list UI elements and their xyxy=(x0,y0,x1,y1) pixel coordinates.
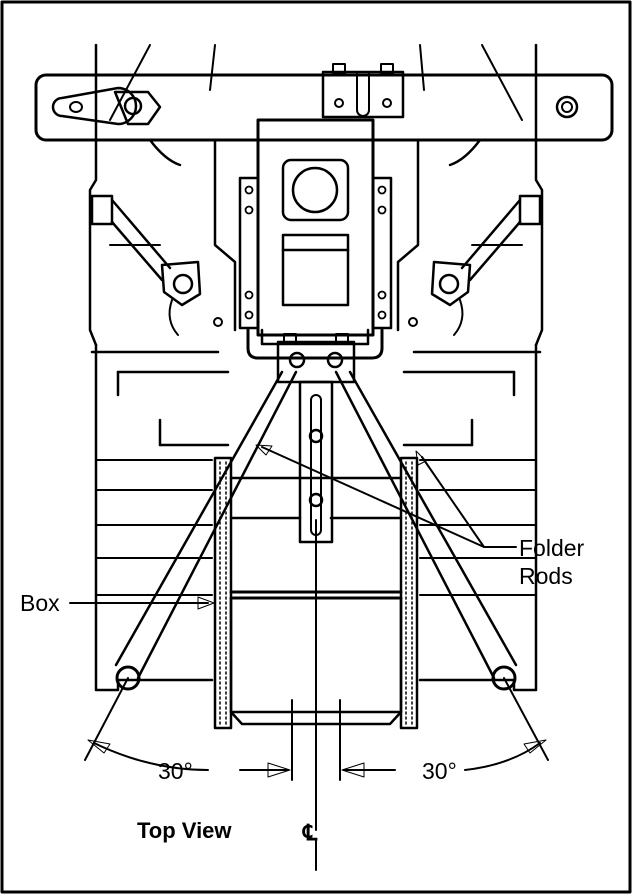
centerline-symbol: ℄ xyxy=(302,820,318,845)
right-arm-cam xyxy=(430,260,472,307)
left-arm-cam xyxy=(160,260,202,307)
left-cam xyxy=(113,90,162,126)
folder-rods xyxy=(114,370,518,691)
rods-label: Rods xyxy=(519,563,573,589)
machine-body xyxy=(34,43,614,692)
right-rod-end xyxy=(491,665,517,691)
right-bolt xyxy=(555,95,579,119)
center-housing xyxy=(256,118,375,337)
center-plate xyxy=(298,380,334,544)
folder-label: Folder xyxy=(519,535,585,561)
u-bracket xyxy=(246,328,384,360)
left-angle-arc xyxy=(93,742,289,771)
angle-left-label: 30° xyxy=(158,758,193,784)
top-clamp xyxy=(321,70,405,119)
left-rod-end xyxy=(115,665,141,691)
folder-rods-leader xyxy=(261,446,517,548)
top-view-label: Top View xyxy=(137,818,232,843)
box-label: Box xyxy=(20,590,60,616)
angle-right-label: 30° xyxy=(422,758,457,784)
right-angle-arc xyxy=(343,742,541,771)
